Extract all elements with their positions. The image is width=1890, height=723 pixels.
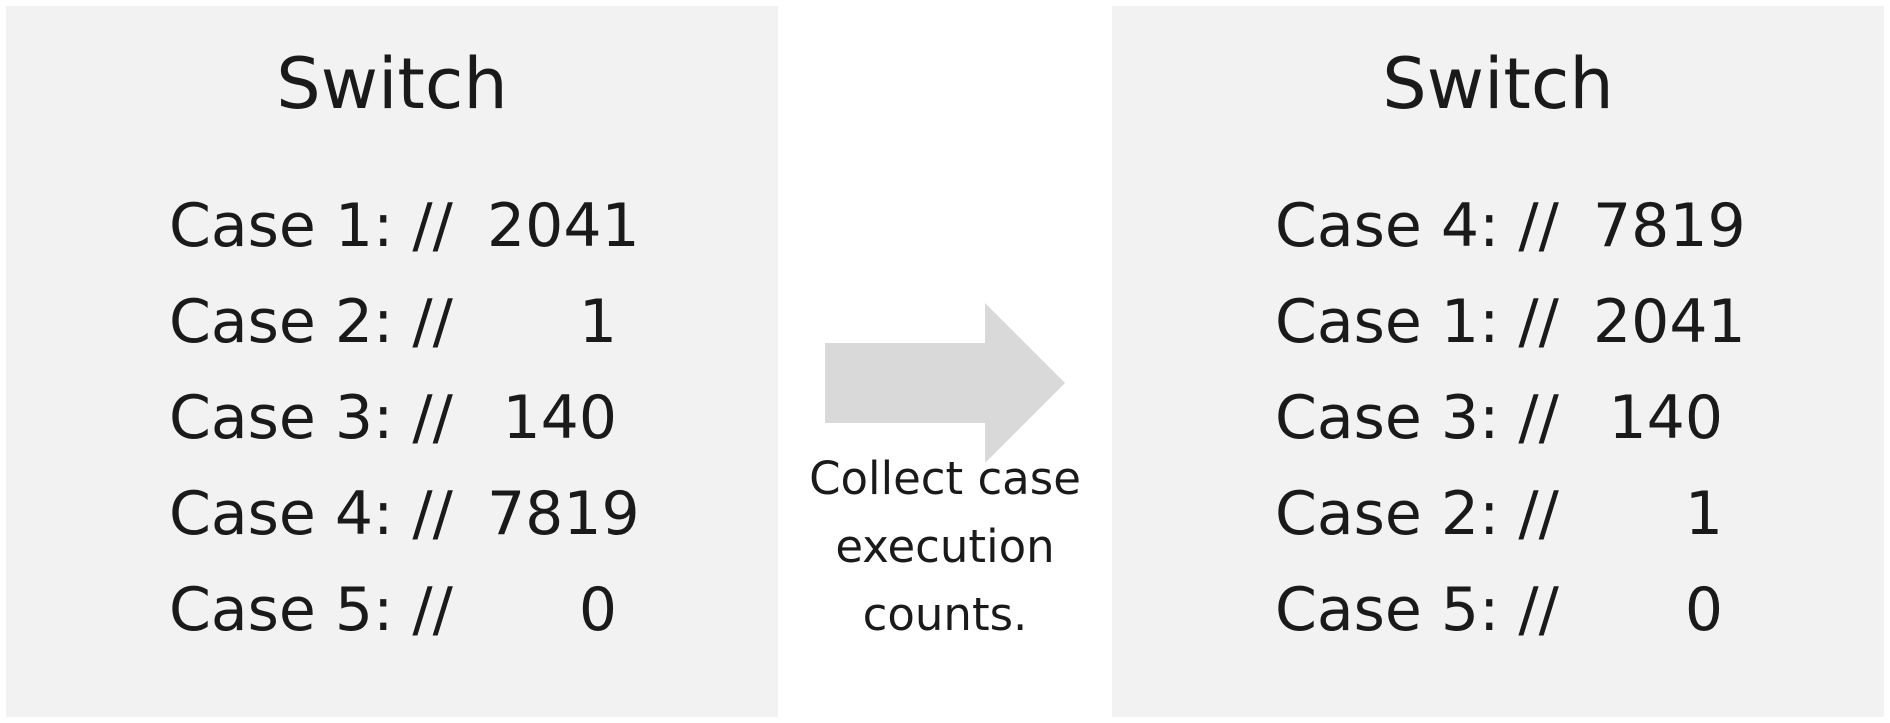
panel-title: Switch: [276, 43, 508, 125]
case-count: 140: [502, 383, 617, 453]
case-count: 7819: [1593, 191, 1746, 261]
case-count: 2041: [1593, 287, 1746, 357]
case-label: Case 3: //: [1275, 383, 1559, 453]
case-label: Case 2: //: [1275, 479, 1559, 549]
case-label: Case 4: //: [169, 479, 453, 549]
case-label: Case 4: //: [1275, 191, 1559, 261]
case-list: Case 1: // 2041 Case 2: // 1 Case 3: // …: [6, 178, 778, 658]
case-label: Case 5: //: [1275, 575, 1559, 645]
case-label: Case 3: //: [169, 383, 453, 453]
right-arrow-icon: [825, 303, 1065, 463]
case-row: Case 3: // 140: [6, 370, 778, 466]
arrow-caption: Collect case execution counts.: [795, 445, 1095, 649]
case-row: Case 4: // 7819: [1112, 178, 1884, 274]
case-row: Case 2: // 1: [6, 274, 778, 370]
case-count: 2041: [487, 191, 640, 261]
case-count: 7819: [487, 479, 640, 549]
case-row: Case 2: // 1: [1112, 466, 1884, 562]
case-count: 1: [1684, 479, 1723, 549]
case-label: Case 2: //: [169, 287, 453, 357]
case-label: Case 1: //: [169, 191, 453, 261]
panel-title: Switch: [1382, 43, 1614, 125]
arrow-shape: [825, 303, 1065, 463]
case-label: Case 1: //: [1275, 287, 1559, 357]
original-switch-panel: Switch Case 1: // 2041 Case 2: // 1 Case…: [6, 6, 778, 717]
case-count: 140: [1608, 383, 1723, 453]
caption-line: counts.: [862, 588, 1028, 641]
case-count: 0: [1684, 575, 1723, 645]
caption-line: Collect case: [809, 452, 1081, 505]
case-label: Case 5: //: [169, 575, 453, 645]
case-row: Case 4: // 7819: [6, 466, 778, 562]
case-list: Case 4: // 7819 Case 1: // 2041 Case 3: …: [1112, 178, 1884, 658]
case-count: 1: [578, 287, 617, 357]
reordered-switch-panel: Switch Case 4: // 7819 Case 1: // 2041 C…: [1112, 6, 1884, 717]
case-row: Case 1: // 2041: [6, 178, 778, 274]
case-row: Case 5: // 0: [1112, 562, 1884, 658]
case-count: 0: [578, 575, 617, 645]
case-row: Case 3: // 140: [1112, 370, 1884, 466]
case-row: Case 5: // 0: [6, 562, 778, 658]
case-row: Case 1: // 2041: [1112, 274, 1884, 370]
caption-line: execution: [835, 520, 1055, 573]
